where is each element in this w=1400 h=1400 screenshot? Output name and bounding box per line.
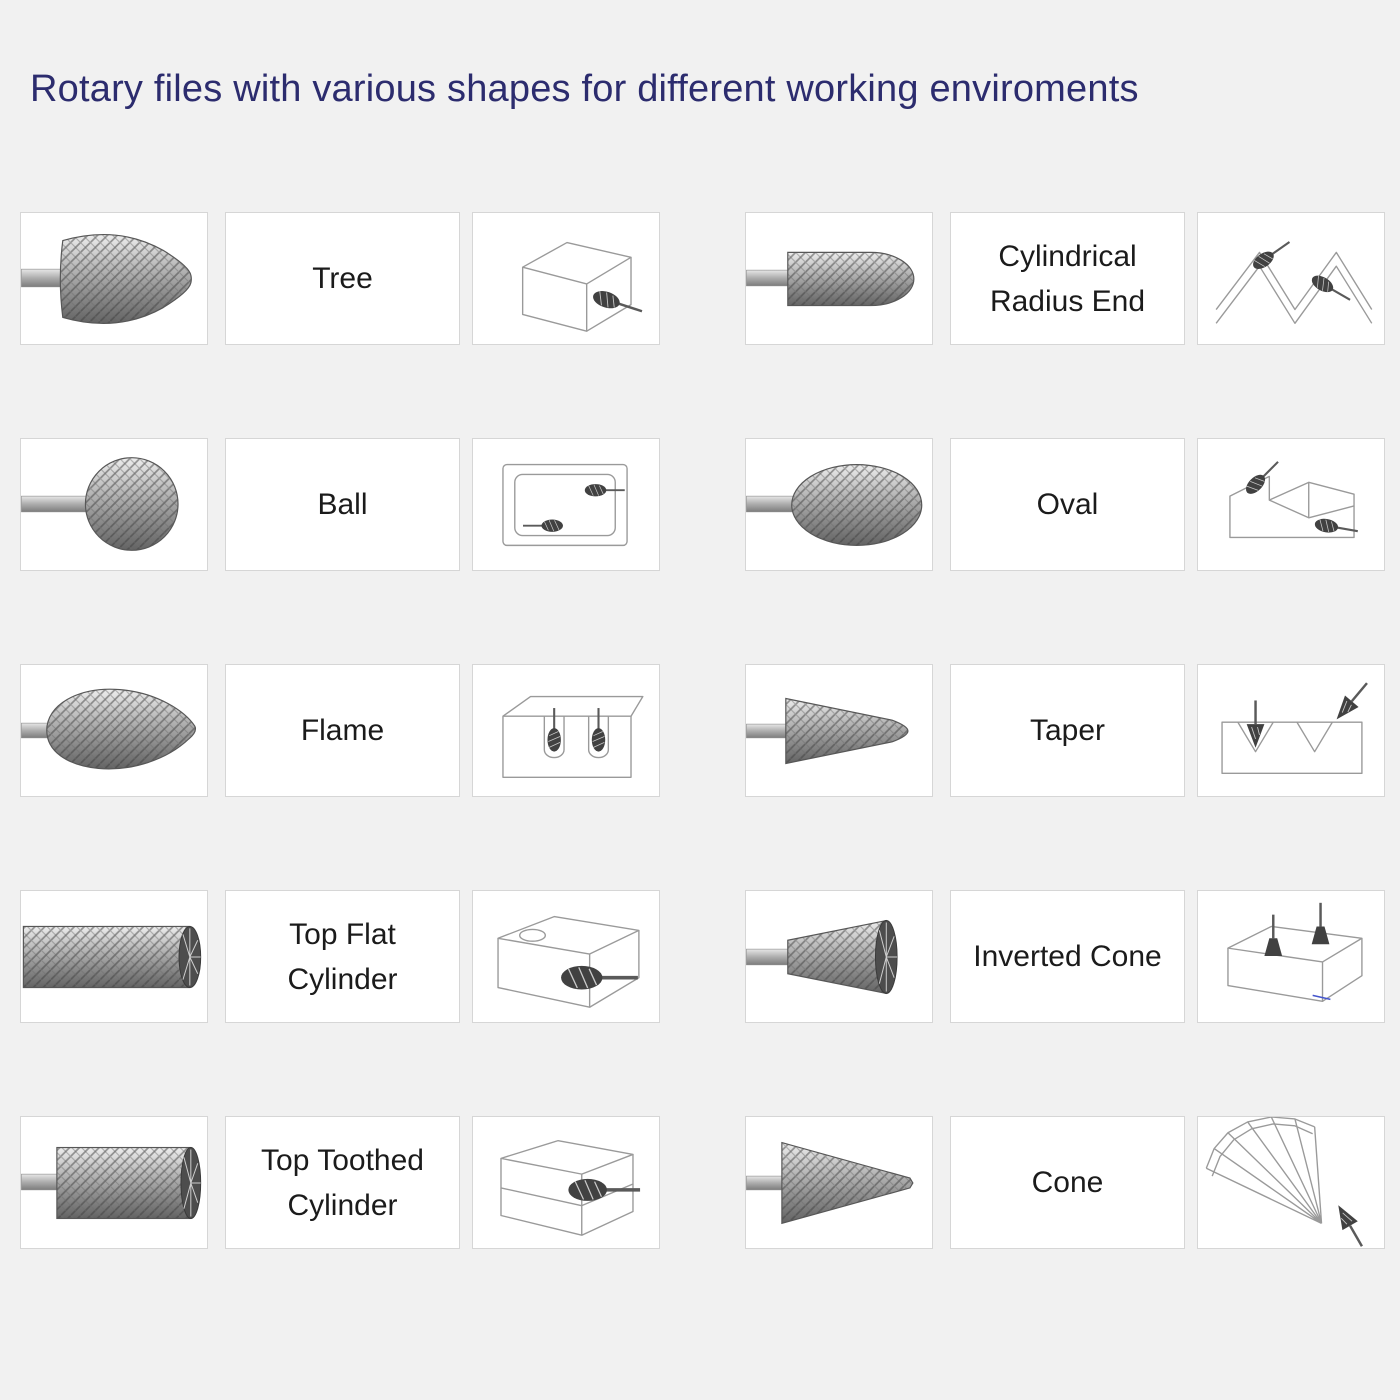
shape-label-ball: Ball	[225, 438, 460, 571]
shape-label-top-toothed-cylinder: Top Toothed Cylinder	[225, 1116, 460, 1249]
shape-label-inverted-cone: Inverted Cone	[950, 890, 1185, 1023]
shape-label-tree: Tree	[225, 212, 460, 345]
oval-burr-graphic	[746, 464, 923, 546]
inverted-cone-burr-graphic	[746, 919, 898, 995]
burr-photo-top-flat-cylinder	[20, 890, 208, 1023]
usage-illustration-top-flat-cylinder	[472, 890, 660, 1023]
rotary-file-row-oval: Oval	[745, 438, 1385, 571]
usage-illustration-tree	[472, 212, 660, 345]
rotary-file-row-top-toothed-cylinder: Top Toothed Cylinder	[20, 1116, 660, 1249]
top-flat-cylinder-burr-graphic	[22, 925, 202, 989]
burr-photo-taper	[745, 664, 933, 797]
rotary-file-row-ball: Ball	[20, 438, 660, 571]
inverted-cone-usage-graphic	[1227, 901, 1363, 1003]
taper-usage-graphic	[1221, 676, 1376, 775]
flame-usage-graphic	[502, 695, 644, 778]
ball-burr-graphic	[21, 457, 179, 551]
rotary-file-row-cylindrical-radius-end: Cylindrical Radius End	[745, 212, 1385, 345]
shape-label-cone: Cone	[950, 1116, 1185, 1249]
burr-photo-oval	[745, 438, 933, 571]
shapes-grid: Tree	[20, 212, 1385, 1249]
rotary-file-row-flame: Flame	[20, 664, 660, 797]
burr-photo-cone	[745, 1116, 933, 1249]
cone-burr-graphic	[746, 1142, 914, 1224]
cylindrical-radius-end-burr-graphic	[746, 251, 915, 307]
cylindrical-radius-end-usage-graphic	[1215, 235, 1373, 325]
usage-illustration-oval	[1197, 438, 1385, 571]
burr-photo-cylindrical-radius-end	[745, 212, 933, 345]
rotary-file-row-tree: Tree	[20, 212, 660, 345]
cone-usage-graphic	[1205, 1117, 1371, 1248]
rotary-file-row-top-flat-cylinder: Top Flat Cylinder	[20, 890, 660, 1023]
tree-burr-graphic	[21, 233, 192, 325]
top-toothed-cylinder-usage-graphic	[500, 1139, 642, 1236]
usage-illustration-taper	[1197, 664, 1385, 797]
ball-usage-graphic	[502, 463, 628, 547]
burr-photo-ball	[20, 438, 208, 571]
shape-label-top-flat-cylinder: Top Flat Cylinder	[225, 890, 460, 1023]
top-flat-cylinder-usage-graphic	[497, 915, 640, 1008]
usage-illustration-cone	[1197, 1116, 1385, 1249]
usage-illustration-flame	[472, 664, 660, 797]
burr-photo-tree	[20, 212, 208, 345]
page-title: Rotary files with various shapes for dif…	[30, 68, 1139, 110]
rotary-file-row-cone: Cone	[745, 1116, 1385, 1249]
top-toothed-cylinder-burr-graphic	[21, 1146, 202, 1220]
rotary-file-row-inverted-cone: Inverted Cone	[745, 890, 1385, 1023]
burr-photo-inverted-cone	[745, 890, 933, 1023]
taper-burr-graphic	[746, 697, 909, 765]
burr-photo-top-toothed-cylinder	[20, 1116, 208, 1249]
shape-label-oval: Oval	[950, 438, 1185, 571]
burr-photo-flame	[20, 664, 208, 797]
usage-illustration-top-toothed-cylinder	[472, 1116, 660, 1249]
rotary-file-row-taper: Taper	[745, 664, 1385, 797]
usage-illustration-inverted-cone	[1197, 890, 1385, 1023]
flame-burr-graphic	[21, 688, 197, 770]
usage-illustration-cylindrical-radius-end	[1197, 212, 1385, 345]
oval-usage-graphic	[1229, 456, 1360, 539]
usage-illustration-ball	[472, 438, 660, 571]
shape-label-cylindrical-radius-end: Cylindrical Radius End	[950, 212, 1185, 345]
shape-label-taper: Taper	[950, 664, 1185, 797]
tree-usage-graphic	[521, 241, 646, 332]
shape-label-flame: Flame	[225, 664, 460, 797]
